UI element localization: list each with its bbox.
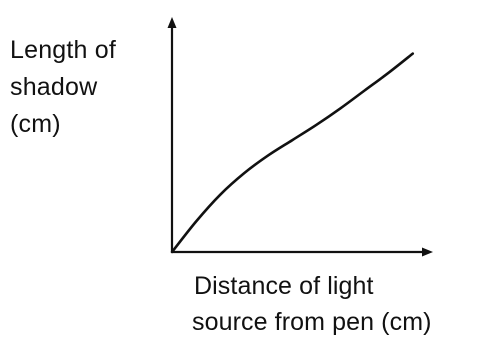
series-layer <box>170 52 415 254</box>
y-axis-label-line-2: shadow <box>10 73 98 101</box>
y-axis-arrowhead <box>167 17 177 28</box>
x-axis-label-line-1: Distance of light <box>194 272 374 300</box>
y-axis-label: Length of shadow (cm) <box>10 32 160 143</box>
x-axis-arrowhead <box>422 247 433 257</box>
x-axis-label-line-2: source from pen (cm) <box>192 308 432 336</box>
x-axis-label: Distance of light source from pen (cm) <box>192 268 482 340</box>
series-1-line <box>170 52 415 254</box>
y-axis-label-line-3: (cm) <box>10 110 61 138</box>
y-axis-label-line-1: Length of <box>10 36 117 64</box>
